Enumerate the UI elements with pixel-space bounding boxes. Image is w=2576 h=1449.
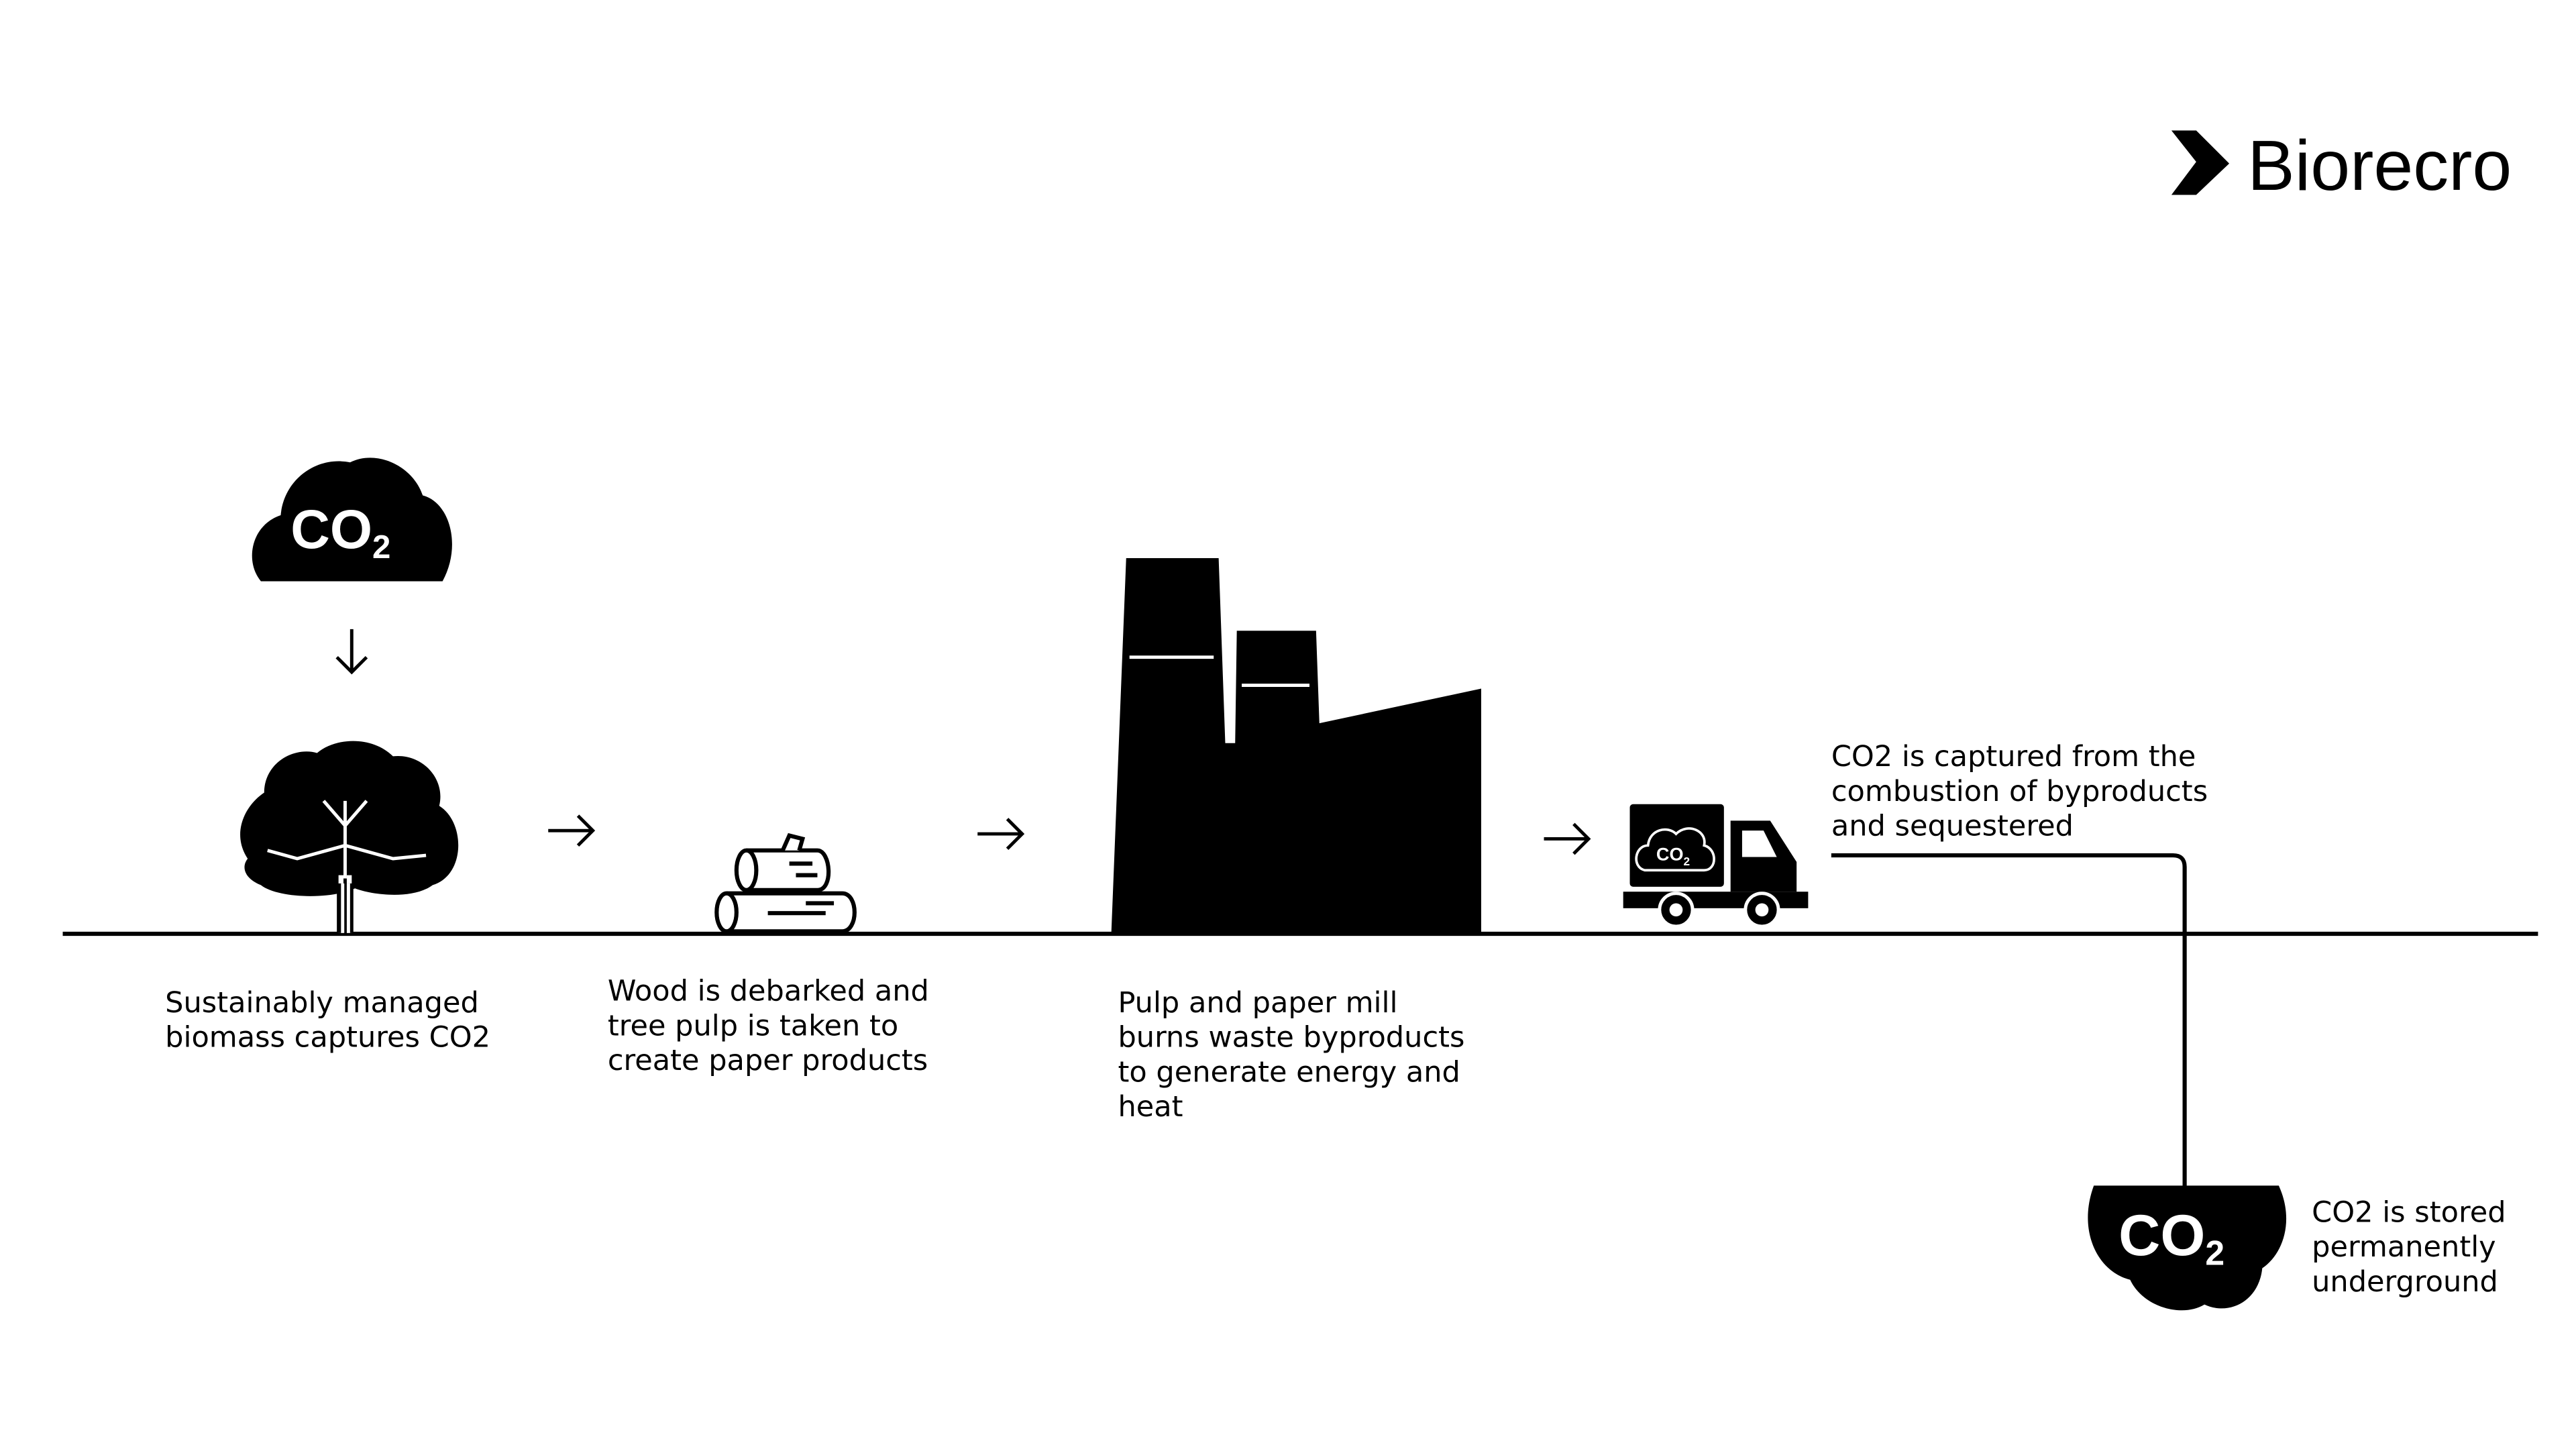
- step-1-caption: Sustainably managed biomass captures CO2: [165, 986, 490, 1055]
- arrow-right-icon: [1544, 822, 1591, 855]
- svg-text:CO2: CO2: [290, 499, 390, 566]
- co2-storage-cloud-icon: CO2: [2088, 1185, 2287, 1311]
- step-3-caption: Pulp and paper mill burns waste byproduc…: [1118, 986, 1474, 1124]
- step-2-caption: Wood is debarked and tree pulp is taken …: [608, 975, 938, 1077]
- co2-cloud-icon: CO2: [252, 458, 452, 582]
- co2-pipeline: [1831, 853, 2187, 1189]
- tree-icon: [240, 741, 459, 933]
- pulp-mill-factory-icon: [1111, 558, 1481, 933]
- arrow-right-icon: [548, 814, 596, 847]
- svg-text:CO2: CO2: [2118, 1203, 2224, 1273]
- svg-text:CO2: CO2: [1656, 843, 1690, 867]
- brand-name: Biorecro: [2247, 126, 2512, 205]
- arrow-down-icon: [335, 629, 368, 675]
- brand-logo: Biorecro: [2171, 126, 2512, 205]
- logs-icon: [714, 833, 857, 934]
- step-5-caption: CO2 is stored permanently underground: [2312, 1196, 2515, 1299]
- step-4-caption: CO2 is captured from the combustion of b…: [1831, 740, 2217, 843]
- biorecro-mark-icon: [2171, 130, 2230, 195]
- arrow-right-icon: [977, 818, 1025, 850]
- co2-transport-truck-icon: CO2: [1623, 804, 1809, 928]
